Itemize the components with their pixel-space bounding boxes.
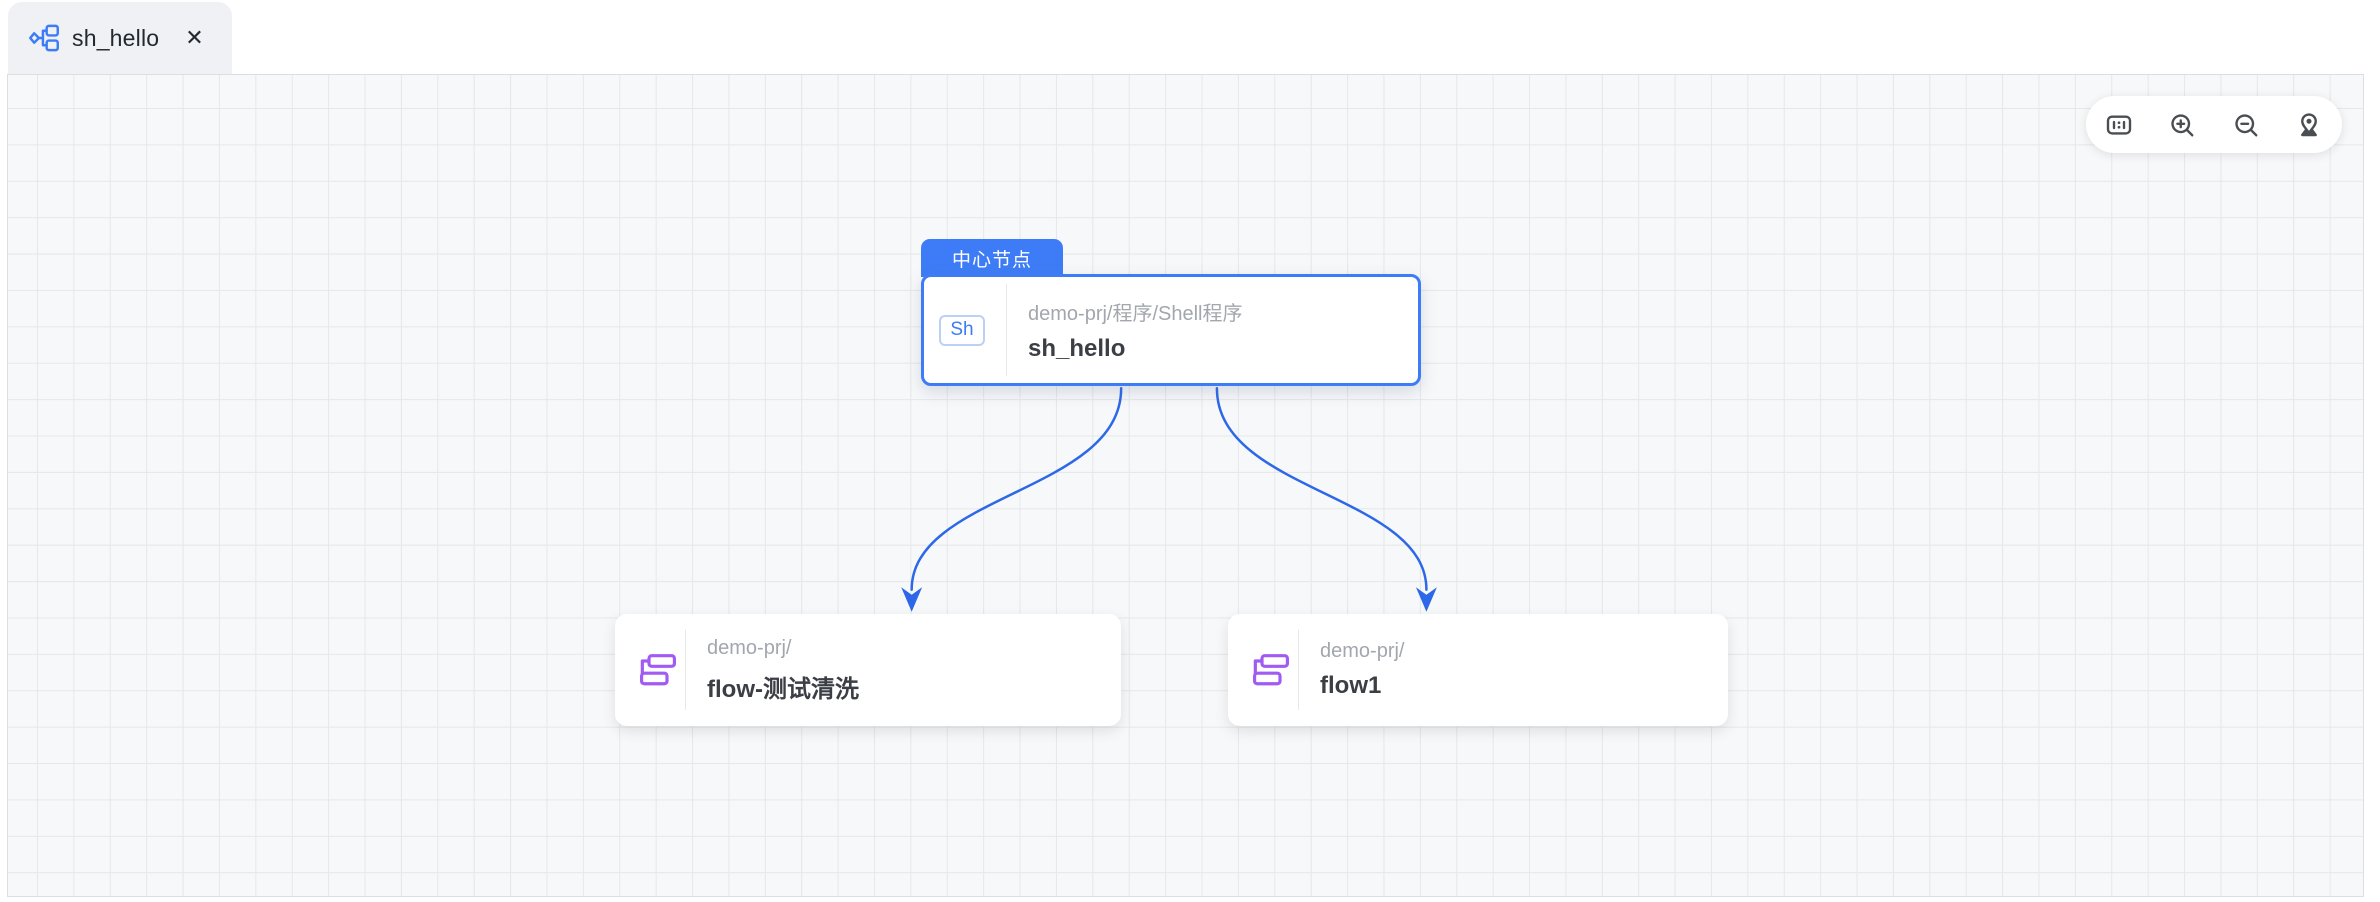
center-node-sh-hello[interactable]: Sh demo-prj/程序/Shell程序 sh_hello [921, 274, 1421, 386]
zoom-out-button[interactable] [2227, 106, 2265, 144]
flow-icon [1252, 654, 1290, 686]
tab-close-icon[interactable]: ✕ [185, 25, 204, 50]
flow-icon [639, 654, 677, 686]
divider [685, 630, 686, 710]
tab-title: sh_hello [72, 24, 160, 51]
child-node-name: flow-测试清洗 [707, 675, 859, 703]
arrowhead-flow-cleaning [901, 587, 923, 612]
locate-center-button[interactable] [2290, 106, 2328, 144]
shell-type-badge: Sh [939, 314, 985, 346]
lineage-graph-icon [28, 22, 60, 54]
child-node-path: demo-prj/ [707, 636, 792, 659]
one-to-one-button[interactable] [2100, 106, 2138, 144]
canvas-toolbar [2086, 96, 2342, 153]
center-node-tag: 中心节点 [921, 239, 1063, 277]
graph-edges [901, 386, 1437, 612]
child-node-path: demo-prj/ [1320, 640, 1405, 662]
child-node-flow-cleaning[interactable]: demo-prj/ flow-测试清洗 [615, 614, 1121, 726]
edge-to-flow-cleaning [910, 386, 1123, 591]
center-node-name: sh_hello [1028, 335, 1126, 362]
graph-canvas[interactable]: 中心节点 Sh demo-prj/程序/Shell程序 sh_hello dem… [7, 74, 2364, 897]
edge-to-flow1 [1215, 386, 1428, 591]
child-node-name: flow1 [1320, 672, 1382, 699]
divider [1298, 630, 1299, 710]
zoom-in-button[interactable] [2163, 106, 2201, 144]
divider [1006, 284, 1007, 376]
tab-sh-hello[interactable]: sh_hello ✕ [8, 2, 232, 74]
center-node-path: demo-prj/程序/Shell程序 [1028, 303, 1243, 325]
arrowhead-flow1 [1415, 587, 1437, 612]
child-node-flow1[interactable]: demo-prj/ flow1 [1228, 614, 1728, 726]
